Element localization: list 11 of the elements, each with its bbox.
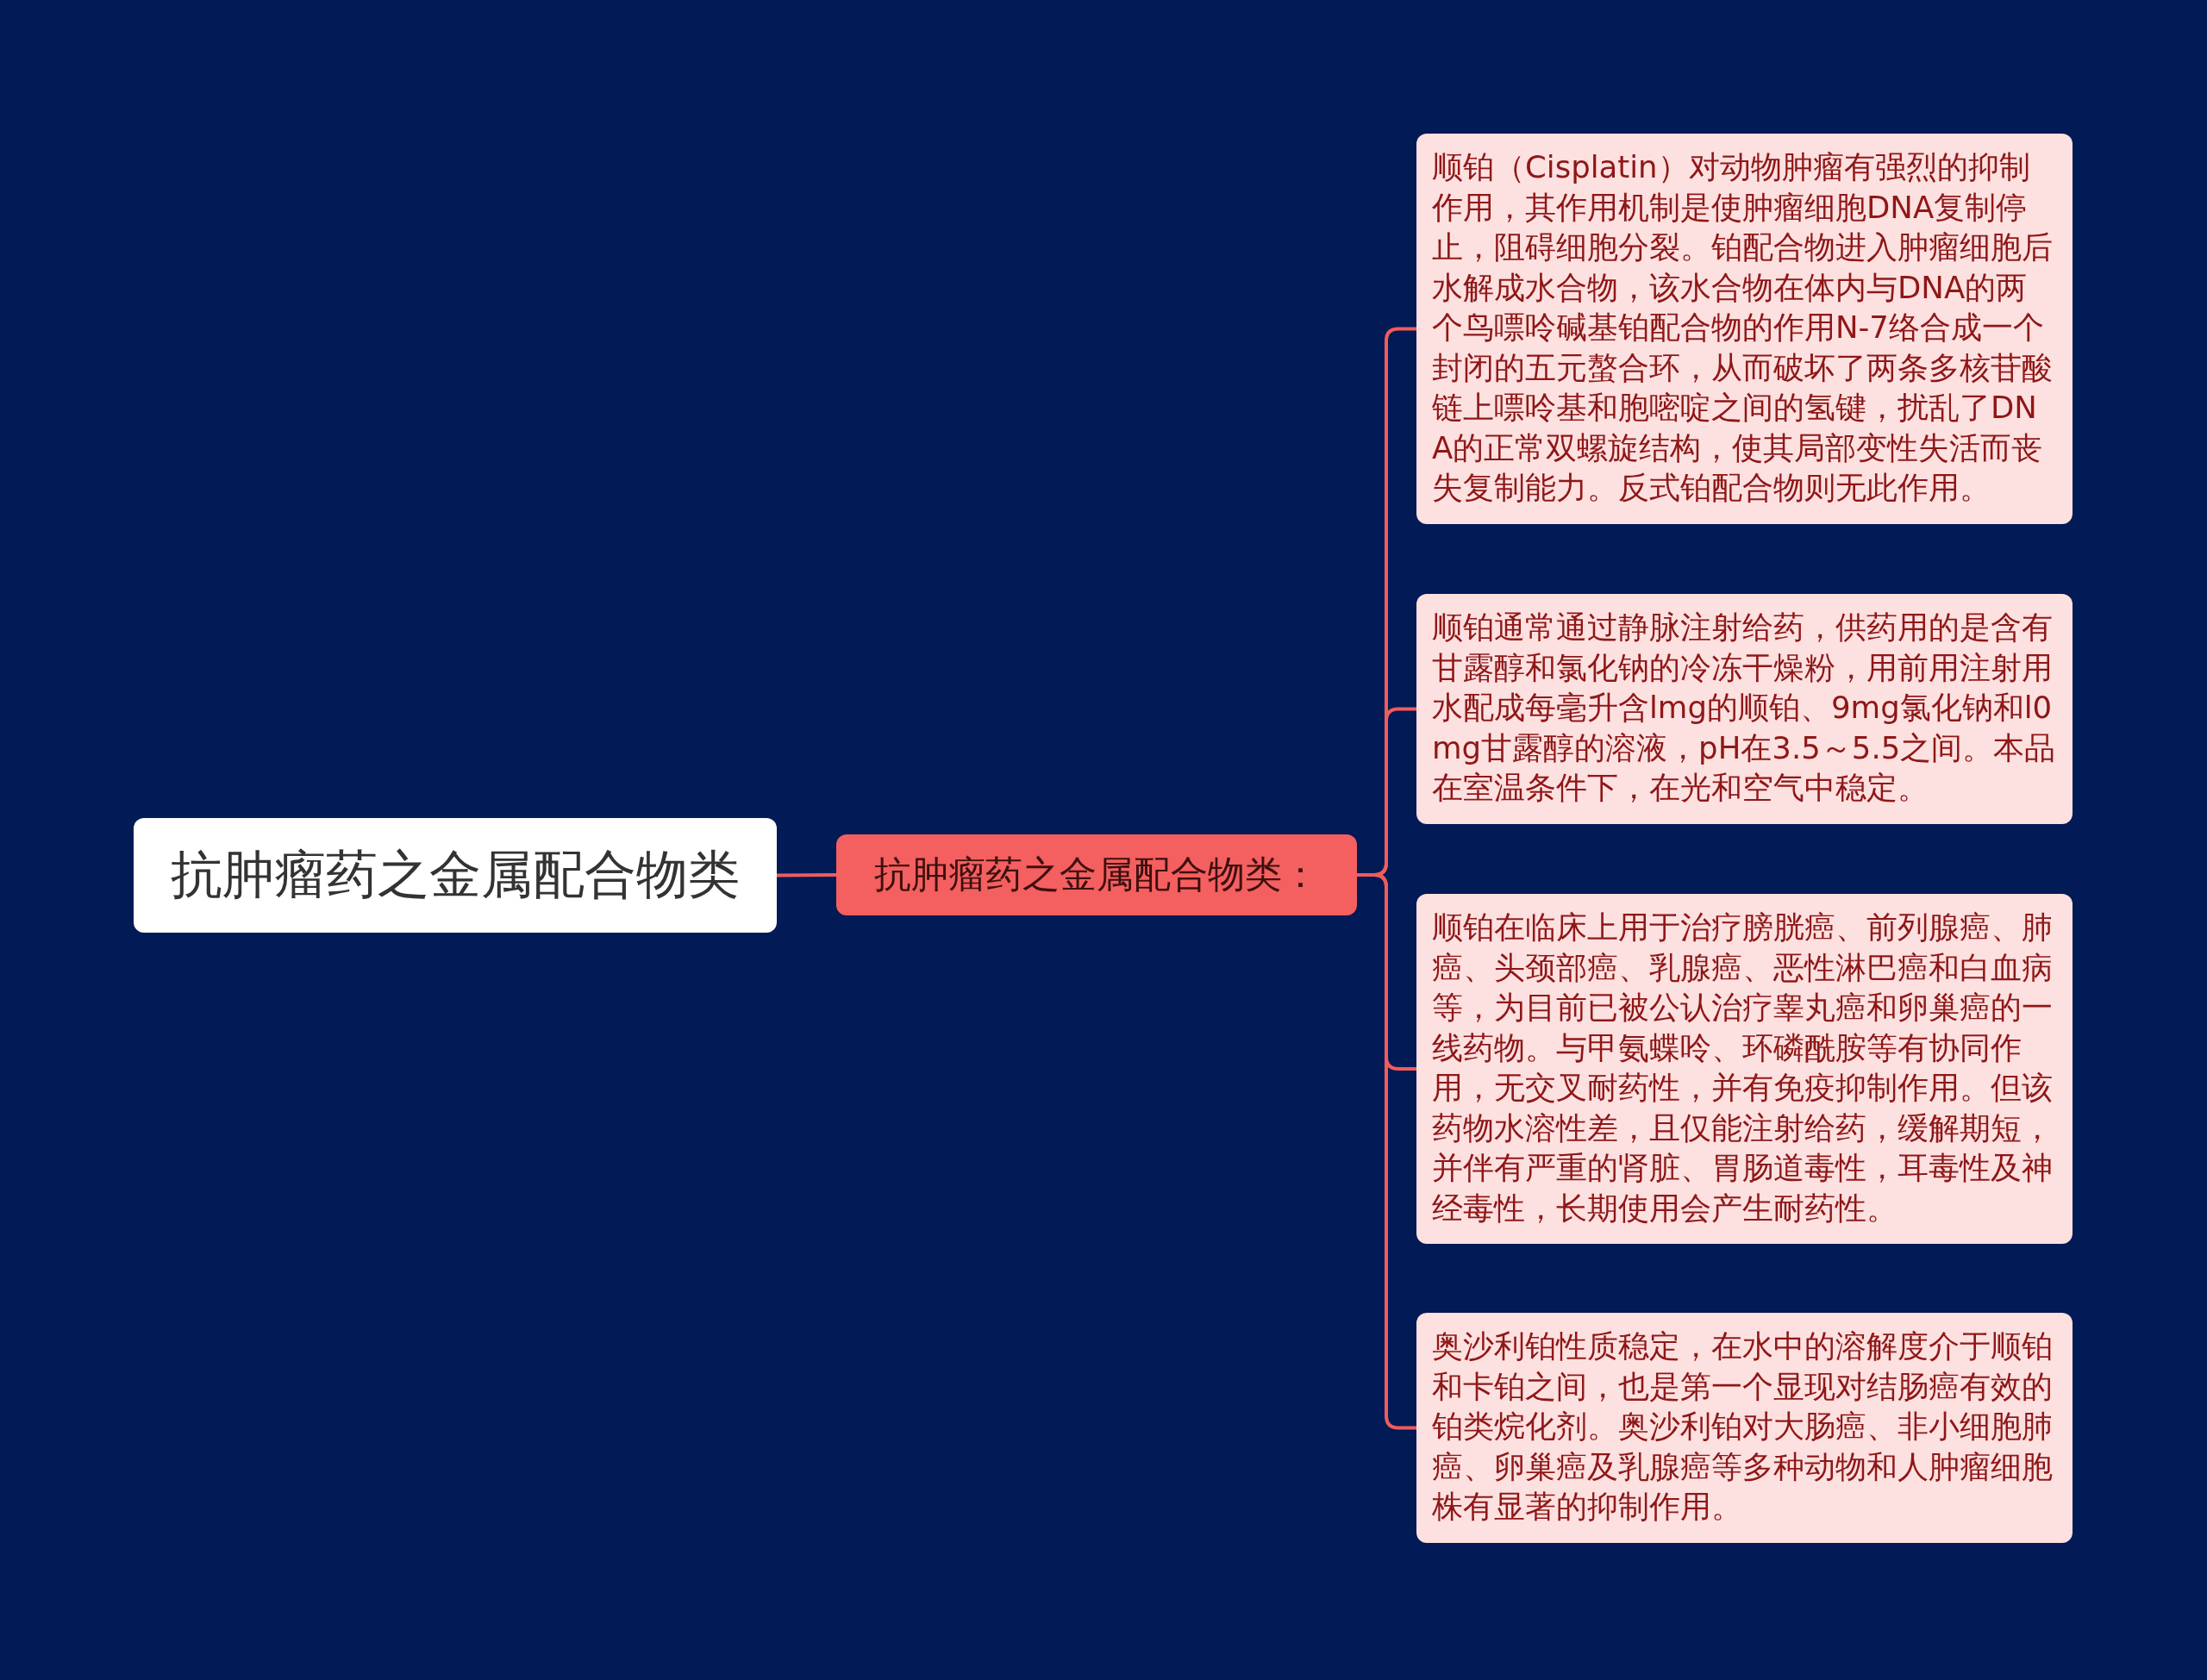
topic-box bbox=[836, 834, 1357, 915]
text-card bbox=[1416, 1313, 2073, 1543]
node-text: 顺铂通常通过静脉注射给药，供药用的是含有甘露醇和氯化钠的冷冻干燥粉，用前用注射用水配成每毫升含lmg的顺铂、9mg氯化钠和l0mg甘露醇的溶液，pH在3.5～5.5之间。本品在室温条件下，在光和空气中稳定。 bbox=[1432, 609, 2057, 807]
node-text: 奥沙利铂性质稳定，在水中的溶解度介于顺铂和卡铂之间，也是第一个显现对结肠癌有效的铂类烷化剂。奥沙利铂对大肠癌、非小细胞肺癌、卵巢癌及乳腺癌等多种动物和人肿瘤细胞株有显著的抑制作用。 bbox=[1432, 1327, 2054, 1526]
node-text: 抗肿瘤药之金属配合物类： bbox=[874, 852, 1319, 897]
node-text: 抗肿瘤药之金属配合物类 bbox=[171, 843, 740, 906]
node-text: 顺铂在临床上用于治疗膀胱癌、前列腺癌、肺癌、头颈部癌、乳腺癌、恶性淋巴癌和白血病等，为目前已被公认治疗睾丸癌和卵巢癌的一线药物。与甲氨蝶呤、环磷酰胺等有协同作用，无交叉耐药性，并有免疫抑制作用。但该药物水溶性差，且仅能注射给药，缓解期短，并伴有严重的肾脏、胃肠道毒性，耳毒性及神经毒性，长期使用会产生耐药性。 bbox=[1432, 909, 2054, 1227]
connector-line bbox=[777, 873, 836, 877]
root-topic-box bbox=[134, 818, 777, 933]
text-card bbox=[1416, 594, 2073, 824]
node-text: 顺铂（Cisplatin）对动物肿瘤有强烈的抑制作用，其作用机制是使肿瘤细胞DNA复制停止，阻碍细胞分裂。铂配合物进入肿瘤细胞后水解成水合物，该水合物在体内与DNA的两个鸟嘌呤碱基铂配合物的作用N-7络合成一个封闭的五元螯合环，从而破坏了两条多核苷酸链上嘌呤基和胞嘧啶之间的氢键，扰乱了DNA的正常双螺旋结构，使其局部变性失活而丧失复制能力。反式铂配合物则无此作用。 bbox=[1432, 148, 2054, 507]
